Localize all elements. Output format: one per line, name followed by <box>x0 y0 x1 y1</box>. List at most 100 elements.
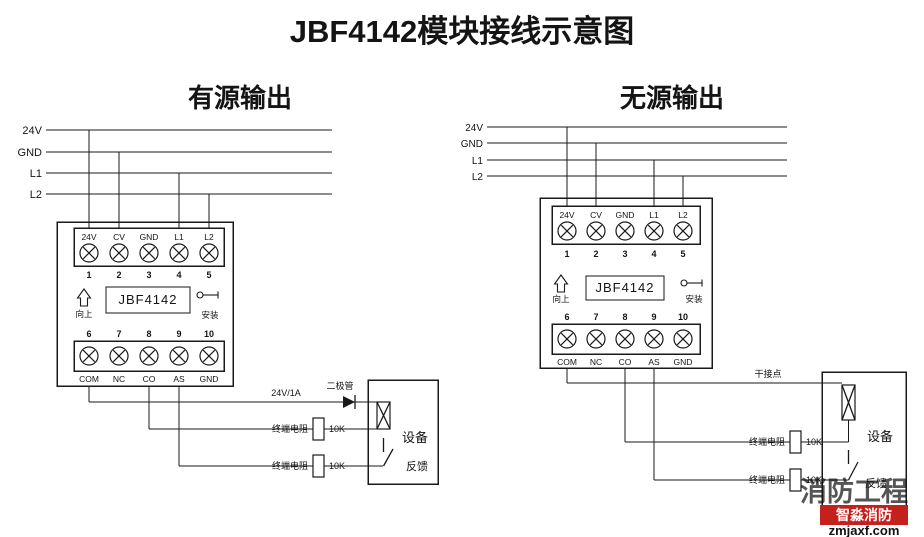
terminal-screw-icon <box>644 221 664 241</box>
terminal-label: CV <box>113 232 125 242</box>
terminal-screw-icon <box>79 346 99 366</box>
right-diagram: 无源输出 24V GND L1 L2 24V CV GND L1 L2 <box>461 83 907 513</box>
resistor-value-label: 10K <box>329 461 345 471</box>
module-outline <box>539 197 713 369</box>
terminal-number: 4 <box>651 249 656 259</box>
terminal-number: 9 <box>651 312 656 322</box>
terminal-number: 3 <box>146 270 151 280</box>
terminal-screw-icon <box>169 346 189 366</box>
right-section-heading: 无源输出 <box>620 83 724 113</box>
eol-resistor-icon <box>312 417 325 441</box>
feedback-switch-icon <box>382 438 394 467</box>
terminal-screw-icon <box>557 329 577 349</box>
module-nameplate <box>585 275 665 301</box>
up-arrow-icon <box>76 288 92 307</box>
diode-label: 二极管 <box>326 380 353 391</box>
left-bus-drop-wires <box>88 130 210 228</box>
bus-label-l1: L1 <box>30 168 42 180</box>
right-device-box: 设备 反馈 <box>821 371 907 513</box>
top-terminal-strip <box>73 227 225 267</box>
watermark-badge <box>820 505 908 525</box>
terminal-label: GND <box>140 232 159 242</box>
eol-resistor-icon <box>312 454 325 478</box>
right-module: 24V CV GND L1 L2 1 2 3 4 5 向上 JBF4142 安装… <box>539 197 713 369</box>
install-latch-icon <box>196 290 219 300</box>
terminal-screw-icon <box>586 329 606 349</box>
bus-label-l2: L2 <box>472 172 484 183</box>
terminal-label: CO <box>143 374 156 384</box>
terminal-label: L2 <box>204 232 214 242</box>
left-bus-lines <box>46 129 332 195</box>
resistor-value-label: 10K <box>806 437 822 447</box>
bus-label-gnd: GND <box>18 147 43 159</box>
device-outline <box>367 379 439 485</box>
feedback-switch-icon <box>847 450 859 481</box>
eol-resistor-icon <box>789 468 802 492</box>
resistor-value-label: 10K <box>806 475 822 485</box>
terminal-screw-icon <box>615 221 635 241</box>
module-outline <box>56 221 234 387</box>
module-name: JBF4142 <box>595 280 654 295</box>
terminal-number: 10 <box>204 329 214 339</box>
bus-label-24v: 24V <box>22 125 42 137</box>
eol-resistor-icon <box>789 430 802 454</box>
terminal-label: GND <box>616 210 635 220</box>
up-label: 向上 <box>75 309 93 319</box>
left-module: 24V CV GND L1 L2 1 2 3 4 5 向上 JBF4142 安装… <box>56 221 234 387</box>
terminal-screw-icon <box>79 243 99 263</box>
watermark-brand-badge: 智淼消防 <box>835 507 892 523</box>
left-section-heading: 有源输出 <box>188 83 292 113</box>
right-output-wires <box>566 368 850 481</box>
terminal-screw-icon <box>139 346 159 366</box>
eol-resistor-label: 终端电阻 <box>272 460 308 471</box>
terminal-label: 24V <box>81 232 96 242</box>
eol-resistor-label: 终端电阻 <box>749 436 785 447</box>
terminal-number: 1 <box>86 270 91 280</box>
right-bus-drop-wires <box>566 127 684 206</box>
module-nameplate <box>105 286 191 314</box>
terminal-screw-icon <box>199 243 219 263</box>
terminal-screw-icon <box>586 221 606 241</box>
watermark: 消防工程 智淼消防 zmjaxf.com <box>800 477 908 537</box>
terminal-number: 8 <box>622 312 627 322</box>
terminal-number: 3 <box>622 249 627 259</box>
install-label: 安装 <box>201 310 219 320</box>
terminal-screw-icon <box>139 243 159 263</box>
left-output-wires <box>88 386 383 467</box>
terminal-label: COM <box>557 357 577 367</box>
terminal-number: 6 <box>564 312 569 322</box>
bus-label-gnd: GND <box>461 139 483 150</box>
terminal-label: NC <box>113 374 125 384</box>
terminal-label: NC <box>590 357 602 367</box>
terminal-number: 6 <box>86 329 91 339</box>
watermark-website: zmjaxf.com <box>829 523 900 537</box>
terminal-number: 5 <box>680 249 685 259</box>
resistor-value-label: 10K <box>329 424 345 434</box>
terminal-label: GND <box>200 374 219 384</box>
terminal-number: 7 <box>116 329 121 339</box>
bottom-terminal-strip <box>551 323 701 355</box>
terminal-label: CO <box>619 357 632 367</box>
terminal-screw-icon <box>673 329 693 349</box>
terminal-number: 1 <box>564 249 569 259</box>
terminal-label: AS <box>648 357 660 367</box>
terminal-number: 2 <box>593 249 598 259</box>
module-name: JBF4142 <box>118 292 177 307</box>
terminal-screw-icon <box>615 329 635 349</box>
terminal-number: 8 <box>146 329 151 339</box>
right-bus-lines <box>487 126 787 177</box>
install-latch-icon <box>680 278 703 288</box>
terminal-label: COM <box>79 374 99 384</box>
terminal-label: L1 <box>649 210 659 220</box>
feedback-label: 反馈 <box>406 460 428 473</box>
supply-rating-label: 24V/1A <box>271 388 301 398</box>
watermark-brand-large: 消防工程 <box>800 477 908 507</box>
terminal-screw-icon <box>673 221 693 241</box>
device-label: 设备 <box>402 430 428 445</box>
top-terminal-strip <box>551 205 701 245</box>
terminal-label: GND <box>674 357 693 367</box>
up-label: 向上 <box>552 294 570 304</box>
bus-label-24v: 24V <box>465 123 483 134</box>
